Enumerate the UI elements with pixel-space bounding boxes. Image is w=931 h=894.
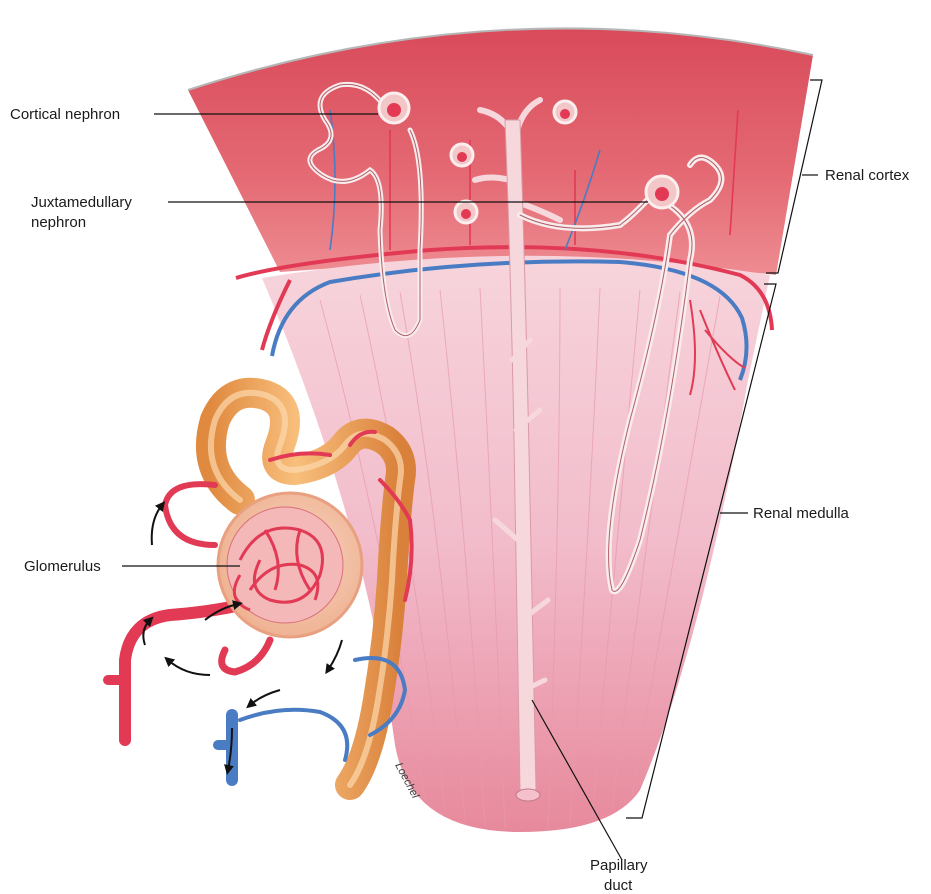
label-juxtamedullary-line2: nephron [31,214,86,231]
label-cortical-nephron: Cortical nephron [10,106,120,123]
cortical-glomerulus-knot [387,103,401,117]
juxtamedullary-glomerulus-knot [655,187,669,201]
label-renal-cortex: Renal cortex [825,167,910,184]
glomerulus-enlarged [218,493,362,637]
cortex-glomerulus-small-3-knot [461,209,471,219]
label-renal-medulla: Renal medulla [753,505,850,522]
cortex-glomerulus-small-1-knot [560,109,570,119]
label-papillary-line2: duct [604,877,633,894]
cortex-glomerulus-small-2-knot [457,152,467,162]
renal-cortex-region [188,28,813,275]
label-glomerulus: Glomerulus [24,558,101,575]
label-juxtamedullary-line1: Juxtamedullary [31,194,132,211]
label-papillary-line1: Papillary [590,857,648,874]
